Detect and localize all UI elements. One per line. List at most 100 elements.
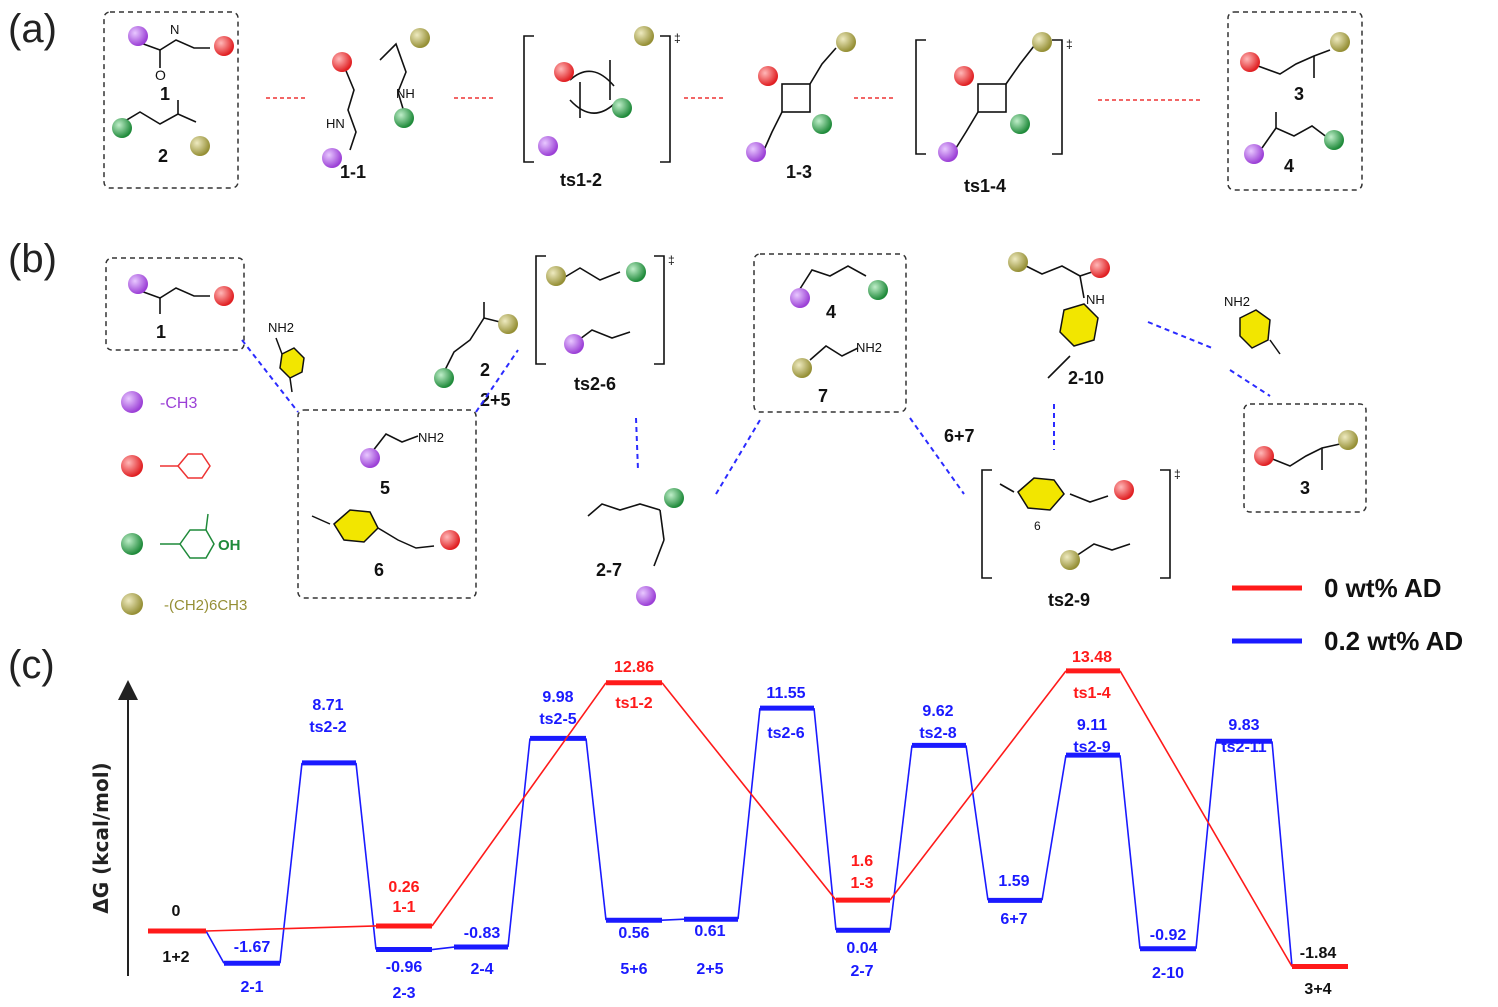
compound-3 <box>1257 49 1331 78</box>
legend: 0 wt% AD 0.2 wt% AD <box>1232 573 1463 656</box>
box-4-7 <box>753 253 907 413</box>
blue-connector <box>1271 741 1293 967</box>
atom-nh: NH <box>1086 292 1105 307</box>
value-label: 0 <box>172 903 181 920</box>
red-connector <box>431 682 607 927</box>
olive-ball <box>121 593 143 615</box>
phenyl-icon <box>160 453 211 479</box>
panel-letter-a: (a) <box>8 7 57 51</box>
benzene-ring <box>1059 303 1099 347</box>
blue-connector <box>431 946 455 951</box>
label-6: 6 <box>374 560 384 580</box>
red-ball <box>758 66 778 86</box>
green-ball <box>812 114 832 134</box>
red-ball <box>121 455 143 477</box>
state-label: 6+7 <box>1000 911 1027 928</box>
label-2+5: 2+5 <box>480 390 511 410</box>
atom-nh2: NH2 <box>268 320 294 335</box>
value-label: -0.96 <box>386 959 423 976</box>
purple-ball <box>746 142 766 162</box>
olive-ball <box>1330 32 1350 52</box>
value-label: -1.84 <box>1300 945 1337 962</box>
box-5-6 <box>297 409 477 599</box>
red-ball <box>332 52 352 72</box>
purple-ball <box>938 142 958 162</box>
dagger: ‡ <box>674 31 681 45</box>
state-label: ts2-11 <box>1221 739 1266 756</box>
state-label: ts2-2 <box>309 719 346 736</box>
red-ball <box>440 530 460 550</box>
amine-released <box>1239 309 1281 355</box>
blue-connector <box>737 708 761 920</box>
state-label: 3+4 <box>1304 981 1331 998</box>
compound-1-b <box>137 287 210 314</box>
atom-nh2: NH2 <box>856 340 882 355</box>
compound-1 <box>137 39 210 68</box>
label-ts2-9: ts2-9 <box>1048 590 1090 610</box>
purple-ball <box>564 334 584 354</box>
green-ball <box>112 118 132 138</box>
red-connector <box>1119 670 1293 967</box>
red-ball <box>1240 52 1260 72</box>
value-label: 1.6 <box>851 853 873 870</box>
label-6+7: 6+7 <box>944 426 975 446</box>
panel-letter-b: (b) <box>8 237 57 281</box>
label-1: 1 <box>156 322 166 342</box>
bracket-ts2-6 <box>535 255 665 365</box>
key-oh: OH <box>218 537 241 554</box>
label-2: 2 <box>480 360 490 380</box>
compound-4-b <box>797 265 867 293</box>
blue-connector <box>205 930 225 964</box>
value-label: 13.48 <box>1072 649 1112 666</box>
y-axis-label: ΔG (kcal/mol) <box>89 762 113 913</box>
purple-ball <box>538 136 558 156</box>
label-1: 1 <box>160 84 170 104</box>
value-label: 8.71 <box>312 697 343 714</box>
red-ball <box>954 66 974 86</box>
green-ball <box>868 280 888 300</box>
label-2-10: 2-10 <box>1068 368 1104 388</box>
box-1-2 <box>103 11 239 189</box>
purple-ball <box>790 288 810 308</box>
panel-c: (c) ΔG (kcal/mol) 0-1.678.710.26-0.96-0.… <box>8 643 1348 1002</box>
label-ts2-6: ts2-6 <box>574 374 616 394</box>
value-label: 9.83 <box>1228 717 1259 734</box>
state-label: ts2-9 <box>1073 739 1110 756</box>
blue-connector <box>813 708 837 931</box>
blue-connector <box>1119 755 1141 949</box>
blue-connector <box>507 738 531 948</box>
blue-connector <box>889 745 913 931</box>
state-label: 1-1 <box>392 899 415 916</box>
compound-2-10 <box>1025 265 1099 379</box>
label-2-7: 2-7 <box>596 560 622 580</box>
state-label: 1-3 <box>850 875 873 892</box>
value-label: 9.11 <box>1077 717 1107 734</box>
red-ball <box>1090 258 1110 278</box>
atom-nh2: NH2 <box>418 430 444 445</box>
compound-7 <box>809 345 859 361</box>
bracket-ts1-2 <box>523 35 671 163</box>
panel-a: (a) O N 1 2 NH HN 1-1 <box>8 7 1363 196</box>
amine-reagent <box>275 337 305 393</box>
state-label: 2-10 <box>1152 965 1184 982</box>
label-3: 3 <box>1294 84 1304 104</box>
pathway-connectors <box>241 321 1271 495</box>
atom-n: N <box>170 22 179 37</box>
olive-ball <box>1008 252 1028 272</box>
red-connector <box>889 670 1067 901</box>
state-label: ts2-6 <box>767 725 804 742</box>
green-ball <box>612 98 632 118</box>
atom-hn: HN <box>326 116 345 131</box>
olive-ball <box>1060 550 1080 570</box>
panel-letter-c: (c) <box>8 643 55 687</box>
olive-ball <box>1032 32 1052 52</box>
dagger: ‡ <box>1066 37 1073 51</box>
compound-4 <box>1261 112 1329 149</box>
label-ts1-2: ts1-2 <box>560 170 602 190</box>
red-connector <box>661 682 837 901</box>
label-7: 7 <box>818 386 828 406</box>
red-ball <box>1254 446 1274 466</box>
blue-connector <box>965 745 989 901</box>
value-label: 9.98 <box>542 689 573 706</box>
state-label: 2-3 <box>392 985 415 1002</box>
